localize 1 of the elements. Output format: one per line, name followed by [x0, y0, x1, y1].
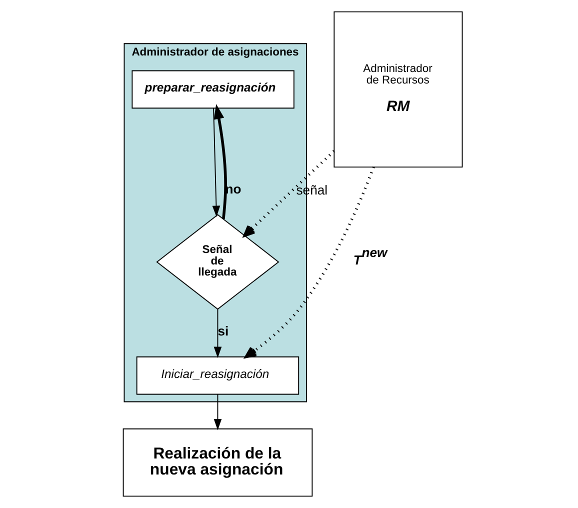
edge-label: si	[217, 324, 228, 339]
